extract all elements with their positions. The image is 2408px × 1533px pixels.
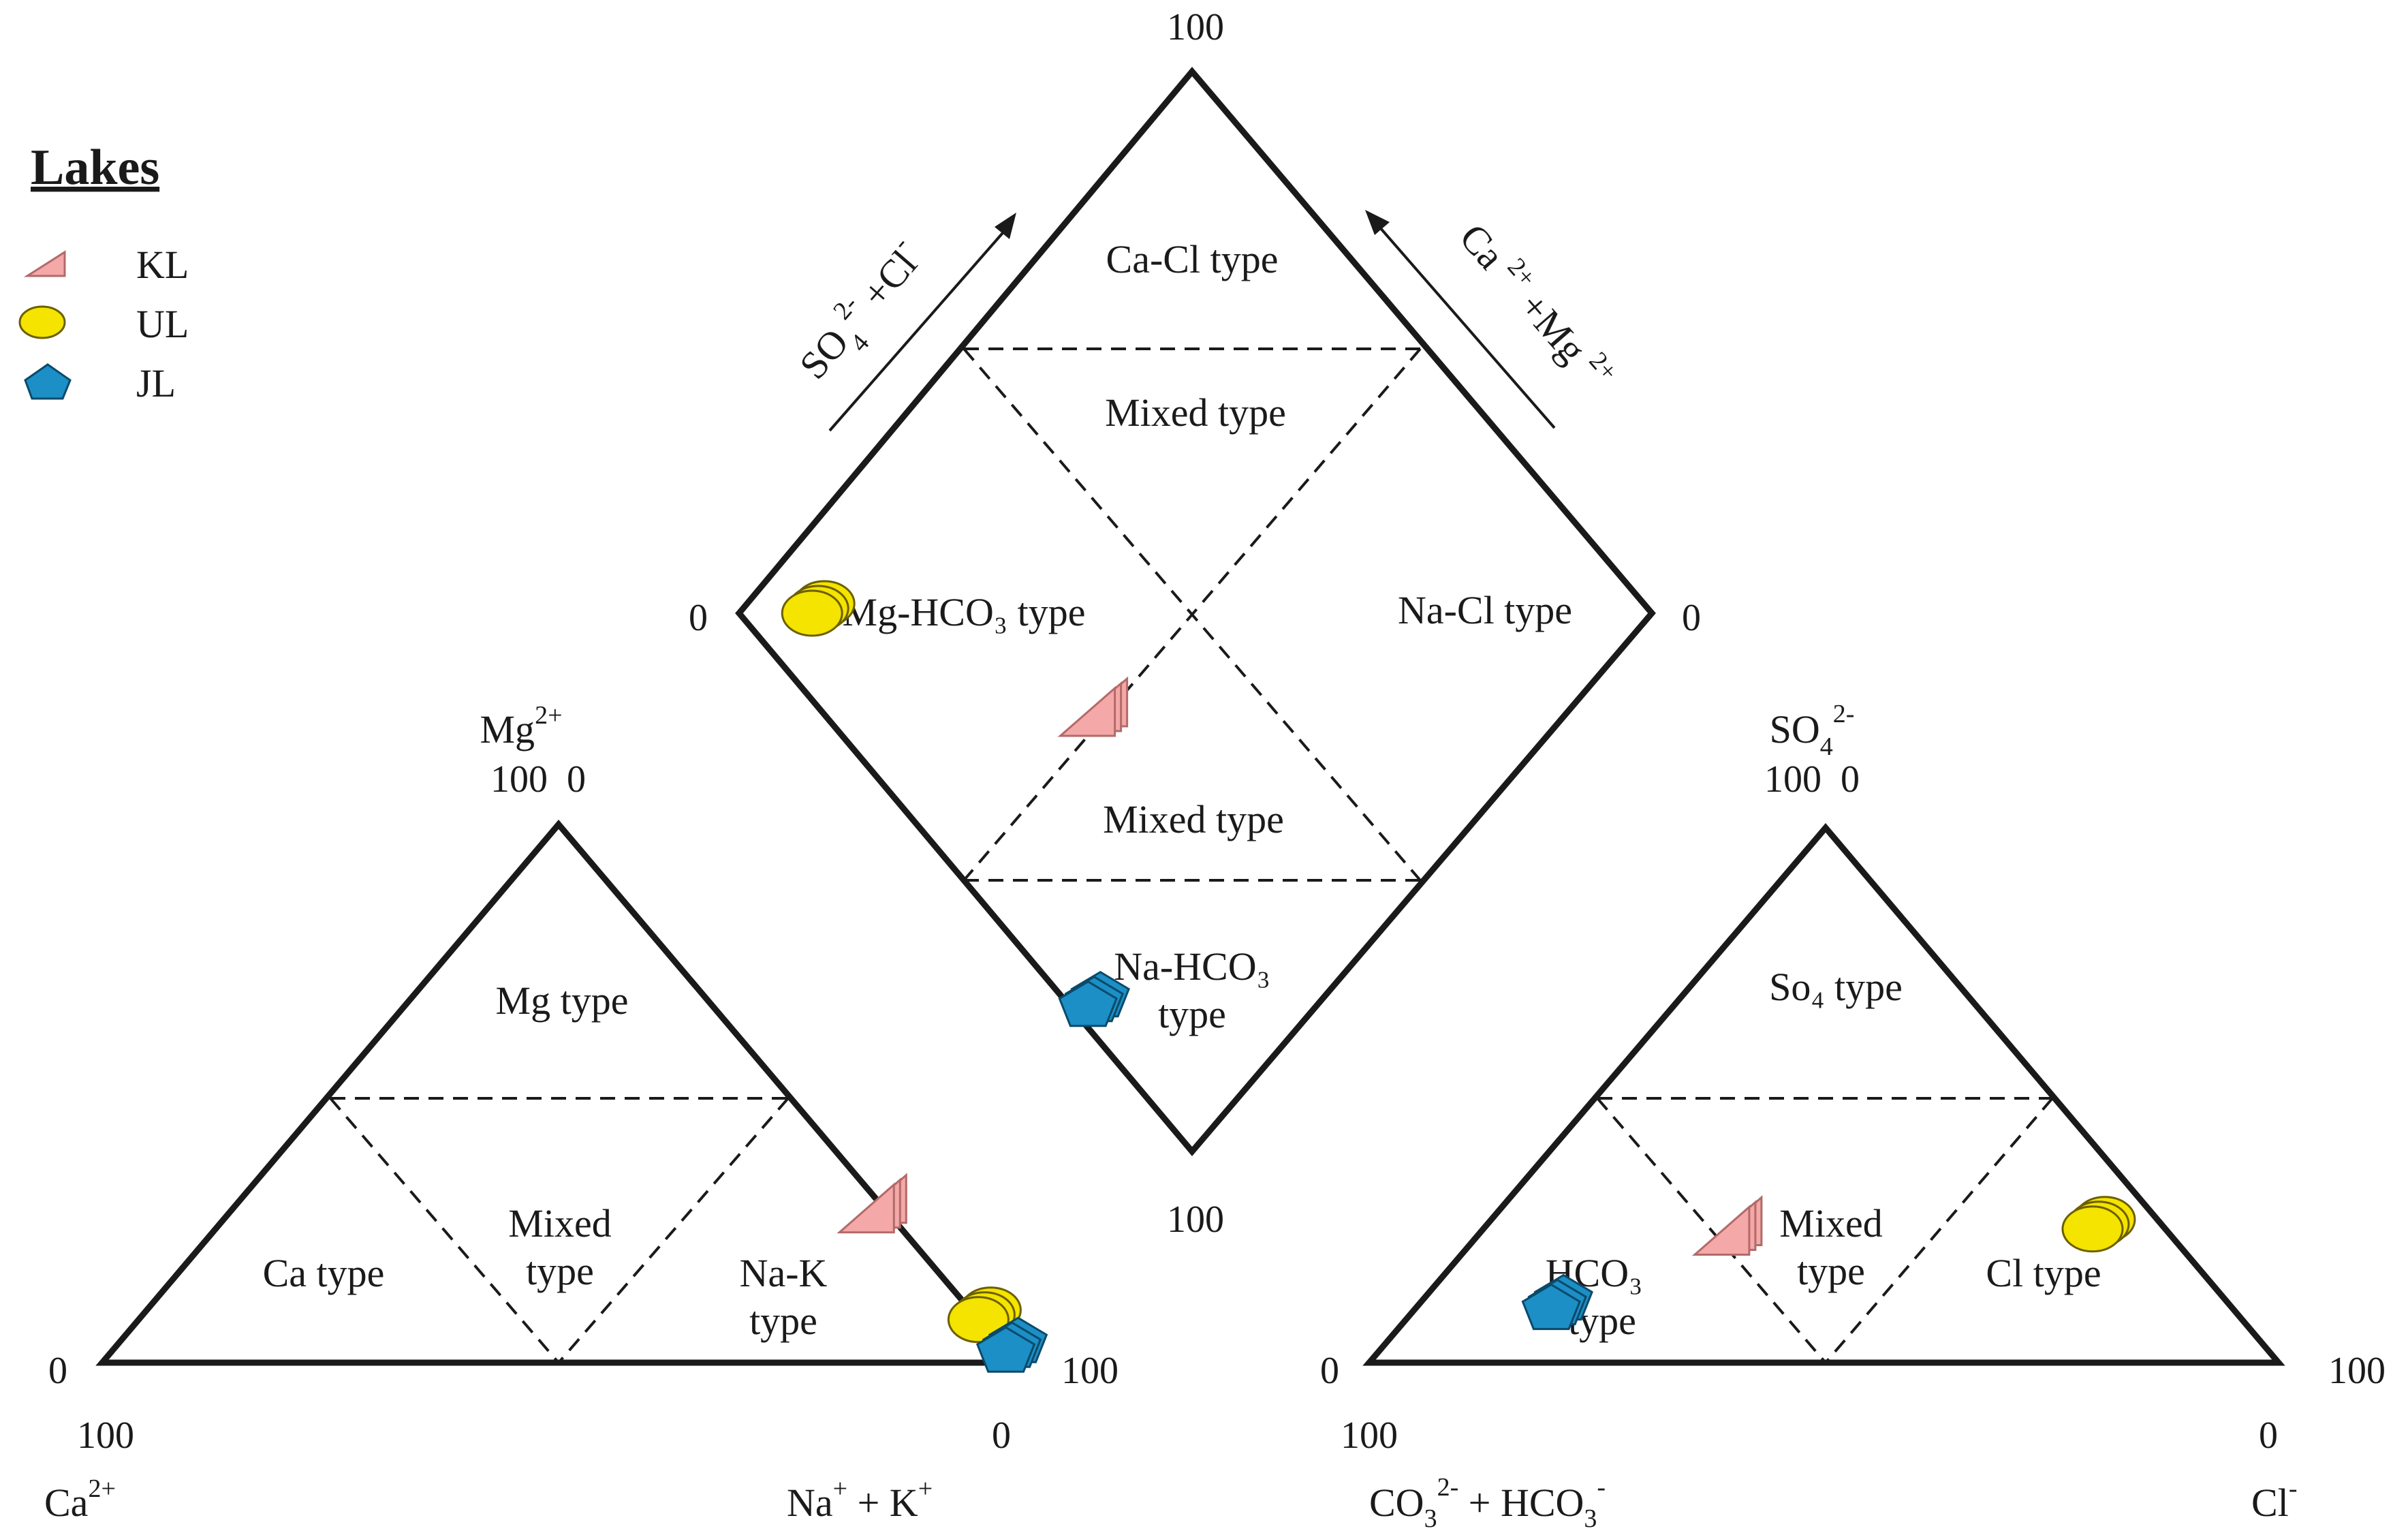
anion-triangle: So₄ type HCO₃ type Mixed type Cl type SO… [1320,700,2386,1533]
diamond-right-axis-arrow-line [1373,220,1556,429]
cation-tick-bottom-right: 0 [992,1414,1011,1457]
anion-apex-ticks: 100 0 [1764,758,1860,801]
anion-region-so4: So₄ type [1769,965,1903,1009]
cation-divider-right [557,1097,789,1364]
cation-region-ca: Ca type [263,1251,385,1295]
marker-jl-anion-0 [1521,1283,1581,1331]
cation-axis-left-label: Ca2+ [44,1474,116,1525]
diamond-tick-top: 100 [1167,6,1224,48]
marker-kl-anion-0 [1691,1205,1751,1256]
anion-divider-right [1824,1097,2054,1364]
legend-label-kl: KL [136,243,189,287]
diamond-tick-left: 0 [689,597,708,639]
anion-axis-right-label: Cl- [2251,1474,2297,1525]
diamond-left-axis-arrow-line [828,227,1008,432]
cation-apex-ticks: 100 0 [490,758,586,801]
legend-jl-pentagon-icon [24,363,72,400]
marker-jl-cation-0 [975,1326,1036,1373]
region-mixed-top: Mixed type [1105,390,1286,435]
legend-title: Lakes [31,140,159,196]
cation-tick-right: 100 [1061,1350,1119,1392]
anion-axis-left-label: CO32- + HCO3- [1369,1473,1606,1533]
anion-tick-bottom-right: 0 [2259,1414,2278,1457]
anion-region-mixed-line2: type [1797,1249,1865,1293]
region-mixed-bottom: Mixed type [1103,797,1284,841]
cation-region-mg: Mg type [496,978,629,1023]
anion-region-cl: Cl type [1986,1251,2101,1295]
cation-region-nak-line1: Na-K [740,1251,828,1295]
region-ca-cl: Ca-Cl type [1106,237,1279,281]
cation-tick-left: 0 [48,1350,67,1392]
diamond-left-axis-arrowhead-icon [995,213,1016,239]
cation-axis-right-label: Na+ + K+ [787,1474,933,1525]
diamond-left-axis-label: SO42- +Cl- [785,230,940,395]
cation-region-mixed-line1: Mixed [508,1201,611,1245]
region-na-hco3-line2: type [1158,992,1226,1036]
marker-ul-cation-0 [947,1296,1010,1344]
marker-ul-diamond-0 [781,589,843,637]
anion-apex-label: SO42- [1770,700,1855,761]
legend-kl-triangle-icon [23,250,66,277]
diamond-right-axis-label: Ca 2+ +Mg 2+ [1451,212,1623,399]
marker-kl-cation-0 [836,1182,895,1234]
diamond-tick-bottom: 100 [1167,1198,1224,1241]
anion-tick-left: 0 [1320,1350,1339,1392]
cation-tick-bottom-left: 100 [77,1414,134,1457]
region-na-cl: Na-Cl type [1398,588,1572,632]
legend-label-ul: UL [136,302,189,346]
diamond-right-axis-arrowhead-icon [1365,210,1390,235]
legend-ul-circle-icon [18,305,66,339]
anion-tick-bottom-left: 100 [1341,1414,1398,1457]
region-na-hco3-line1: Na-HCO₃ [1114,944,1270,989]
marker-jl-diamond-0 [1058,980,1118,1027]
cation-triangle: Mg type Ca type Mixed type Na-K type Mg2… [44,701,1119,1525]
diamond-diagonal-2 [963,347,1422,882]
cation-divider-left [329,1097,560,1364]
diamond-outline [735,67,1656,1156]
cation-region-mixed-line2: type [526,1249,594,1293]
anion-divider-left [1596,1097,1827,1364]
legend-label-jl: JL [136,361,176,405]
anion-tick-right: 100 [2328,1350,2386,1392]
marker-kl-diamond-0 [1057,685,1116,737]
data-markers [781,580,2136,1373]
marker-ul-anion-0 [2061,1205,2124,1253]
anion-region-mixed-line1: Mixed [1779,1201,1882,1245]
cation-apex-label: Mg2+ [480,701,562,752]
cation-region-nak-line2: type [749,1299,817,1343]
legend: Lakes KL UL JL [18,140,189,405]
diamond-tick-right: 0 [1682,597,1701,639]
region-mg-hco3: Mg-HCO₃ type [843,590,1086,634]
